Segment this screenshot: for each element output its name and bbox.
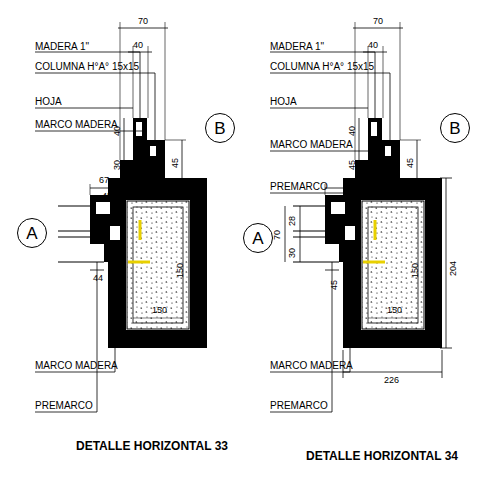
dimension: 40 <box>368 41 378 50</box>
part-name: MARCO MADERA <box>35 361 118 371</box>
dimension: 150 <box>152 306 167 315</box>
detail-34 <box>270 22 442 412</box>
dimension: 40 <box>133 41 143 50</box>
dimension: 45 <box>330 280 339 290</box>
dimension: 45 <box>348 160 357 170</box>
reference-letter: B <box>214 120 225 137</box>
part-name: HOJA <box>270 97 297 107</box>
part-name: PREMARCO <box>270 401 328 411</box>
dimension: 70 <box>373 17 383 26</box>
dimension: 150 <box>176 263 185 278</box>
dimension: 30 <box>288 248 297 258</box>
dimension: 45 <box>102 192 112 201</box>
leader-lines <box>35 52 452 378</box>
reference-circle: B <box>440 113 470 143</box>
dimension: 45 <box>171 158 180 168</box>
detail-title: DETALLE HORIZONTAL 34 <box>306 450 458 462</box>
part-name: MARCO MADERA <box>35 120 118 130</box>
part-name: HOJA <box>35 97 62 107</box>
reference-letter: A <box>252 230 263 247</box>
dimension: 30 <box>113 160 122 170</box>
detail-33 <box>35 22 207 412</box>
reference-circle: B <box>205 113 235 143</box>
reference-letter: A <box>26 225 37 242</box>
part-name: PREMARCO <box>35 401 93 411</box>
reference-circle: A <box>243 223 273 253</box>
part-name: MARCO MADERA <box>270 361 353 371</box>
dimension: 70 <box>273 230 282 240</box>
dimension: 40 <box>113 126 122 136</box>
reference-circle: A <box>17 218 47 248</box>
dimension: 44 <box>93 274 103 283</box>
dimension: 150 <box>387 306 402 315</box>
dimension: 40 <box>348 126 357 136</box>
dimension: 204 <box>449 261 458 276</box>
part-name: PREMARCO <box>270 182 328 192</box>
part-name: MADERA 1" <box>270 42 324 52</box>
dimension: 70 <box>138 17 148 26</box>
part-name: MADERA 1" <box>35 42 89 52</box>
part-name: COLUMNA H°A° 15x15 <box>270 62 374 72</box>
reference-letter: B <box>449 120 460 137</box>
detail-title: DETALLE HORIZONTAL 33 <box>76 440 228 452</box>
part-name: MARCO MADERA <box>270 140 353 150</box>
dimension: 150 <box>411 263 420 278</box>
dimension: 67 <box>99 176 109 185</box>
dimension: 226 <box>384 376 399 385</box>
part-name: COLUMNA H°A° 15x15 <box>35 62 139 72</box>
dimension: 28 <box>288 216 297 226</box>
dimension: 45 <box>406 158 415 168</box>
